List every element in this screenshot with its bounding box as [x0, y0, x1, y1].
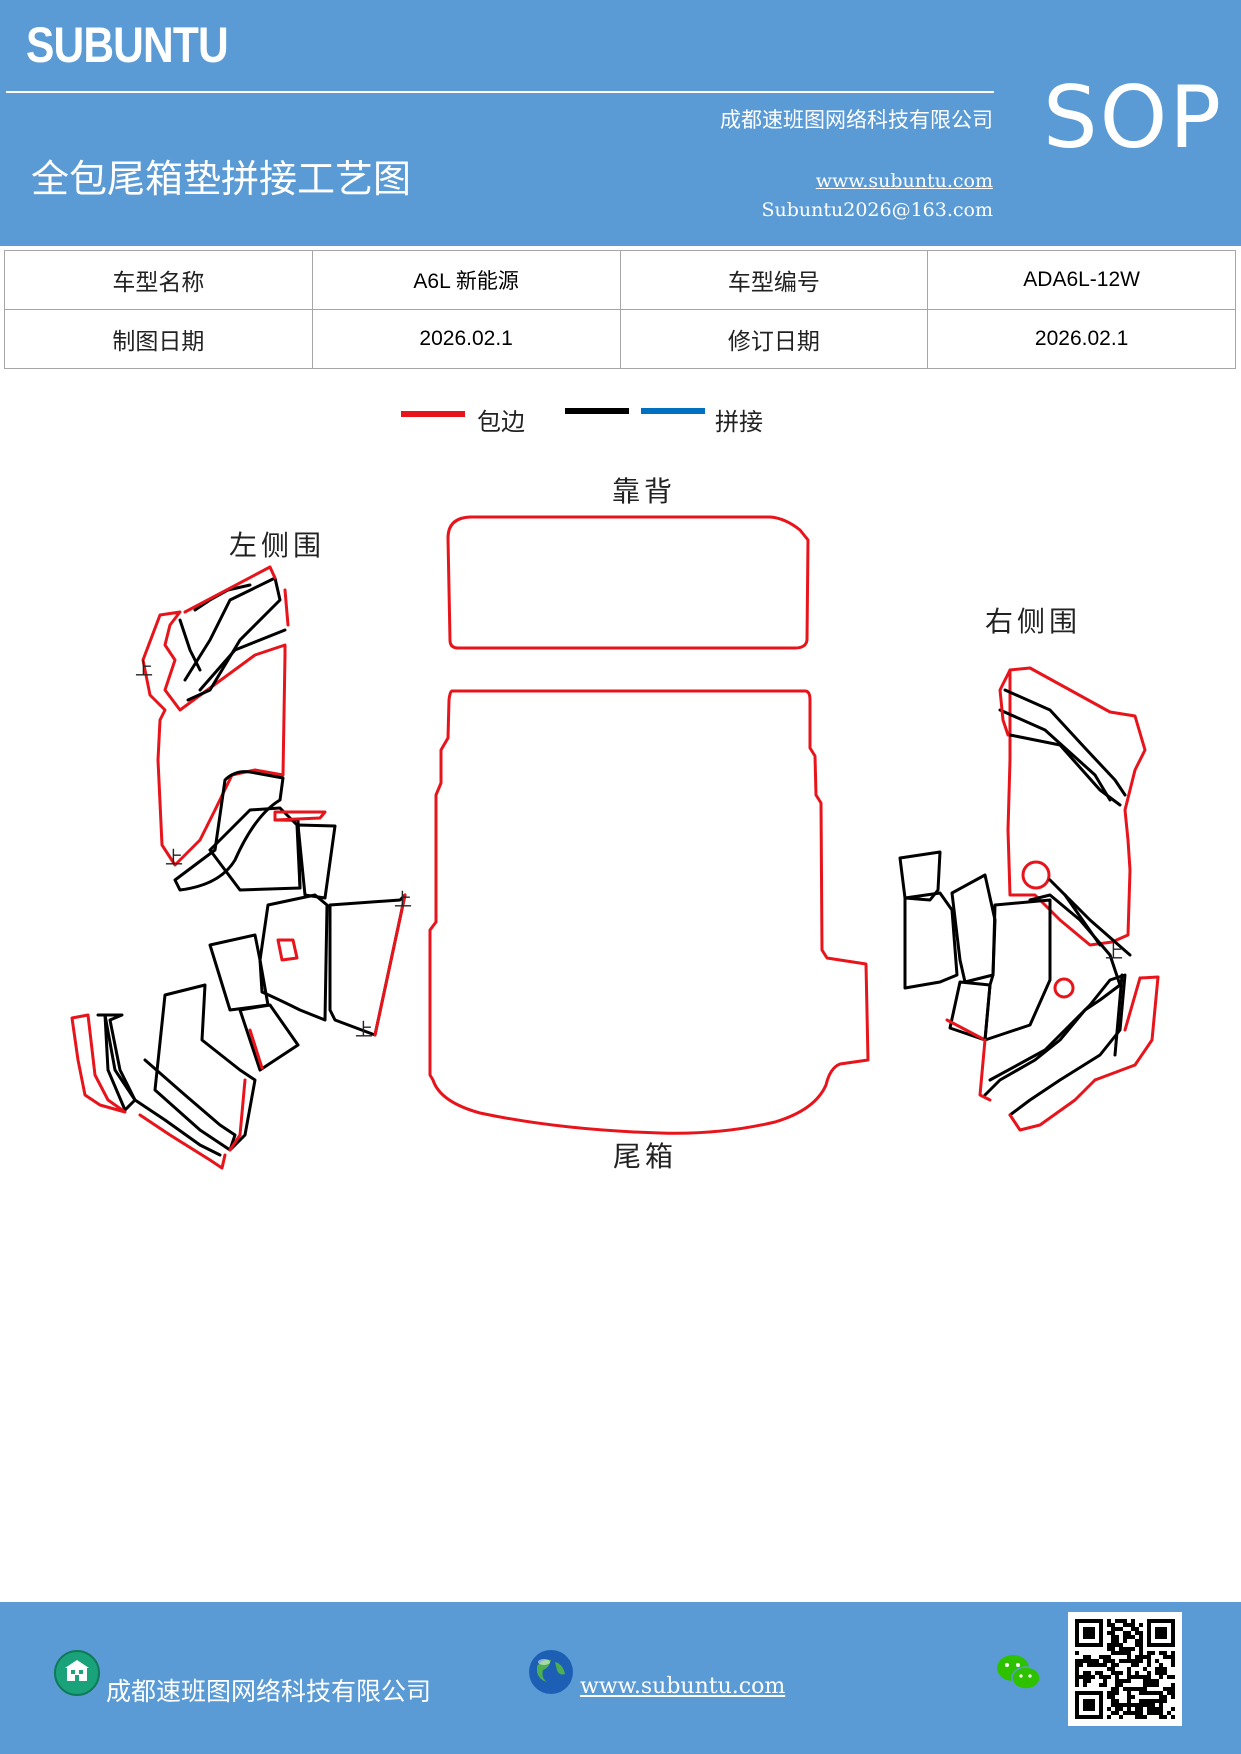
- header-divider: [6, 91, 994, 93]
- up-mark: 上: [355, 1020, 373, 1041]
- right-seam: [950, 873, 997, 984]
- right-seam: [988, 973, 1127, 1117]
- left-seam: [173, 770, 285, 892]
- left-edge: [273, 810, 327, 822]
- right-edge: [1021, 860, 1051, 890]
- left-edge: [70, 1013, 127, 1114]
- model-name-value: A6L 新能源: [311, 250, 621, 310]
- model-code-value: ADA6L-12W: [927, 250, 1236, 310]
- right-seam: [1048, 878, 1132, 957]
- right-edge: [1053, 977, 1075, 999]
- splice-diagram: 上 上 上 上 上: [70, 515, 1160, 1170]
- right-edge: [1093, 975, 1160, 1082]
- right-side-label: 右侧围: [985, 605, 1082, 638]
- left-seam: [328, 893, 407, 1037]
- revise-date-value: 2026.02.1: [927, 309, 1236, 369]
- left-edge: [228, 1078, 247, 1152]
- table-row: 车型名称 A6L 新能源 车型编号 ADA6L-12W: [4, 250, 1236, 310]
- left-seam: [238, 1003, 300, 1072]
- draw-date-label: 制图日期: [4, 309, 313, 369]
- qr-code-pattern: [1075, 1619, 1175, 1719]
- left-edge: [248, 1028, 264, 1070]
- left-seam: [96, 1013, 222, 1157]
- left-seam: [143, 1058, 237, 1152]
- right-side-upper-piece: [1006, 666, 1147, 947]
- building-icon: [54, 1650, 100, 1696]
- right-seam: [1003, 688, 1127, 797]
- model-name-label: 车型名称: [4, 250, 313, 310]
- legend-seam-line: [565, 408, 629, 414]
- left-edge: [138, 1113, 227, 1170]
- up-mark: 上: [135, 659, 153, 680]
- right-edge: [978, 1038, 992, 1102]
- up-mark: 上: [165, 848, 183, 869]
- footer-company-name: 成都速班图网络科技有限公司: [106, 1677, 432, 1706]
- right-seam: [983, 898, 1052, 1042]
- backrest-label: 靠背: [612, 475, 677, 508]
- revise-date-label: 修订日期: [619, 309, 929, 369]
- up-mark: 上: [394, 890, 412, 911]
- right-seam: [903, 891, 959, 990]
- legend: 包边 拼接: [0, 400, 1241, 440]
- legend-edge-line: [401, 411, 465, 417]
- left-edge: [373, 893, 407, 1037]
- backrest-piece: [446, 515, 810, 650]
- trunk-floor-piece: [428, 689, 870, 1135]
- footer-banner: 成都速班图网络科技有限公司 www.subuntu.com: [0, 1602, 1241, 1754]
- up-mark: 上: [1105, 942, 1123, 963]
- right-seam: [1113, 973, 1124, 1057]
- legend-splice-line: [641, 408, 705, 414]
- left-side-upper-piece: [141, 610, 287, 867]
- brand-logo: SUBUNTU: [26, 17, 229, 73]
- right-seam: [1063, 893, 1102, 947]
- right-edge: [945, 1018, 987, 1042]
- left-edge: [283, 588, 290, 627]
- trunk-label: 尾箱: [613, 1140, 678, 1173]
- left-seam: [153, 983, 257, 1152]
- model-code-label: 车型编号: [619, 250, 929, 310]
- left-seam: [193, 583, 252, 612]
- right-edge: [1008, 1078, 1097, 1132]
- right-edge: [1123, 976, 1142, 1032]
- left-seam: [208, 933, 270, 1012]
- right-edge: [998, 668, 1012, 737]
- draw-date-value: 2026.02.1: [311, 309, 621, 369]
- left-edge: [183, 565, 277, 614]
- doc-type-badge: SOP: [1043, 68, 1224, 168]
- globe-icon: [529, 1650, 573, 1694]
- header-company-name: 成都速班图网络科技有限公司: [720, 108, 993, 132]
- header-banner: SUBUNTU 成都速班图网络科技有限公司 全包尾箱垫拼接工艺图 www.sub…: [0, 0, 1241, 246]
- left-side-label: 左侧围: [229, 529, 326, 562]
- page-title: 全包尾箱垫拼接工艺图: [31, 157, 412, 201]
- left-seam: [103, 1013, 137, 1112]
- right-seam: [998, 708, 1112, 802]
- footer-website-link[interactable]: www.subuntu.com: [580, 1674, 786, 1699]
- legend-splice-label: 拼接: [715, 408, 763, 436]
- header-website-link[interactable]: www.subuntu.com: [815, 170, 993, 192]
- table-row: 制图日期 2026.02.1 修订日期 2026.02.1: [4, 309, 1236, 369]
- right-seam: [1008, 733, 1122, 807]
- wechat-icon[interactable]: [995, 1652, 1043, 1694]
- left-seam: [198, 628, 287, 692]
- header-email: Subuntu2026@163.com: [761, 199, 993, 221]
- left-seam: [296, 823, 337, 900]
- legend-edge-label: 包边: [477, 408, 525, 436]
- left-edge: [276, 938, 299, 962]
- left-seam: [178, 618, 202, 672]
- right-seam: [983, 893, 1122, 1097]
- left-seam: [183, 576, 282, 702]
- info-table: 车型名称 A6L 新能源 车型编号 ADA6L-12W 制图日期 2026.02…: [4, 250, 1236, 369]
- qr-code[interactable]: [1068, 1612, 1182, 1726]
